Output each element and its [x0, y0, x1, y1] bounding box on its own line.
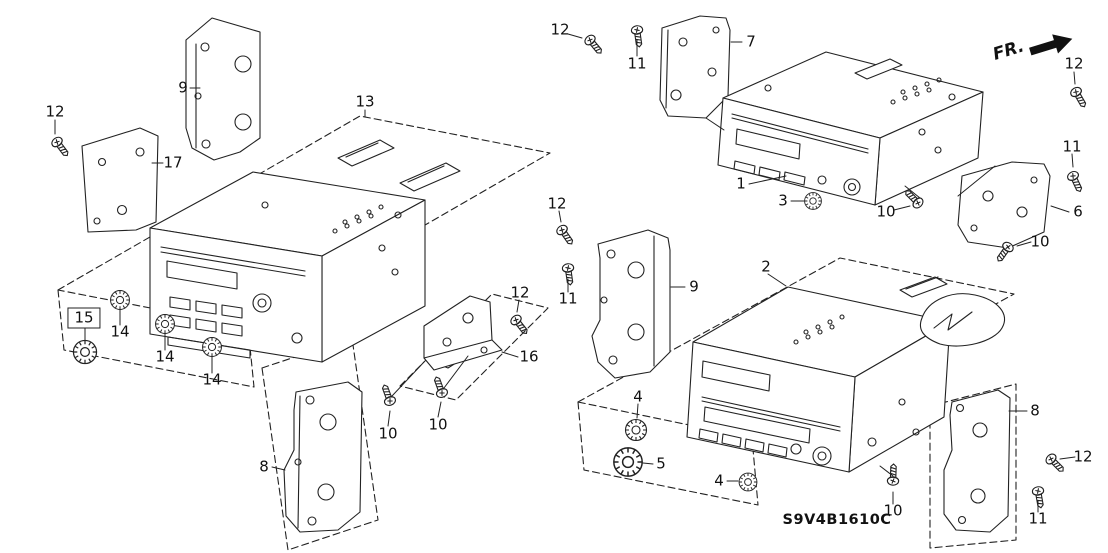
knob-icon-15: [72, 339, 98, 365]
callout-part-16: 16: [519, 347, 539, 366]
bracket-6: [957, 161, 1051, 249]
callout-part-6: 6: [1073, 202, 1083, 221]
callout-part-17: 17: [163, 153, 183, 172]
knob-icon-4a: [624, 418, 648, 442]
callout-part-9: 9: [178, 78, 188, 97]
callout-part-10: 10: [883, 501, 903, 520]
callout-part-1: 1: [736, 174, 746, 193]
knob-icon-14a: [110, 290, 130, 310]
callout-part-10: 10: [378, 424, 398, 443]
screw-icon-10c: [378, 382, 398, 408]
screw-icon-11b: [1065, 169, 1086, 195]
bracket-9-left: [185, 17, 261, 161]
callout-part-14: 14: [110, 322, 130, 341]
callout-part-12: 12: [1064, 54, 1084, 73]
callout-part-14: 14: [202, 370, 222, 389]
radio-unit-1: [717, 51, 984, 206]
callout-part-10: 10: [1030, 232, 1050, 251]
screw-icon-12f: [1043, 451, 1068, 476]
callout-part-11: 11: [1062, 137, 1082, 156]
callout-part-15: 15: [67, 307, 101, 329]
screw-icon-10a: [901, 186, 926, 211]
bracket-7: [659, 15, 731, 119]
callout-part-12: 12: [547, 194, 567, 213]
screw-icon-12e: [508, 312, 532, 338]
callout-part-3: 3: [778, 191, 788, 210]
label-sticker: [337, 139, 461, 192]
dashed-outline-bracket8-right: [929, 383, 1017, 549]
callout-part-10: 10: [876, 202, 896, 221]
fr-direction-label: FR.: [991, 36, 1027, 64]
fr-arrow-icon: [1029, 34, 1073, 56]
knob-icon-14c: [202, 337, 222, 357]
bracket-8-left: [283, 381, 363, 533]
gasket-sheet: [919, 293, 1005, 347]
callout-part-12: 12: [550, 20, 570, 39]
callout-part-4: 4: [633, 387, 643, 406]
screw-icon-10e: [886, 463, 900, 486]
bracket-9-right: [591, 229, 671, 379]
knob-icon-3: [804, 192, 822, 210]
callout-part-8: 8: [259, 457, 269, 476]
screw-icon-11d: [1031, 485, 1048, 510]
callout-part-13: 13: [355, 92, 375, 111]
callout-part-4: 4: [714, 471, 724, 490]
diagram-code: S9V4B1610C: [782, 512, 892, 528]
callout-part-10: 10: [428, 415, 448, 434]
leader-lines: [54, 33, 1076, 513]
dashed-outline-bracket8-left: [261, 337, 379, 551]
radio-unit-2: [686, 276, 951, 473]
callout-part-12: 12: [45, 102, 65, 121]
screw-icon-11c: [561, 262, 577, 287]
callout-part-5: 5: [656, 454, 666, 473]
callout-part-12: 12: [1073, 447, 1093, 466]
bracket-16: [423, 295, 503, 371]
callout-part-11: 11: [1028, 509, 1048, 528]
callout-part-9: 9: [689, 277, 699, 296]
screw-icon-12a: [49, 134, 73, 160]
callout-part-7: 7: [746, 32, 756, 51]
dashed-outline-right-assembly: [577, 257, 1015, 506]
callout-part-12: 12: [510, 283, 530, 302]
screw-icon-12d: [554, 222, 577, 248]
screw-icon-12c: [1068, 85, 1090, 111]
bracket-17: [81, 127, 159, 233]
knob-icon-14b: [155, 314, 175, 334]
screw-icon-12b: [582, 32, 606, 58]
callout-part-14: 14: [155, 347, 175, 366]
callout-part-11: 11: [627, 54, 647, 73]
radio-unit-2din: [149, 171, 426, 363]
screw-icon-10d: [430, 374, 450, 400]
callout-part-8: 8: [1030, 401, 1040, 420]
callout-part-2: 2: [761, 257, 771, 276]
knob-icon-4b: [738, 472, 758, 492]
screw-icon-11a: [630, 24, 646, 49]
knob-icon-5: [613, 447, 643, 477]
callout-part-11: 11: [558, 289, 578, 308]
bracket-8-right: [943, 389, 1011, 533]
